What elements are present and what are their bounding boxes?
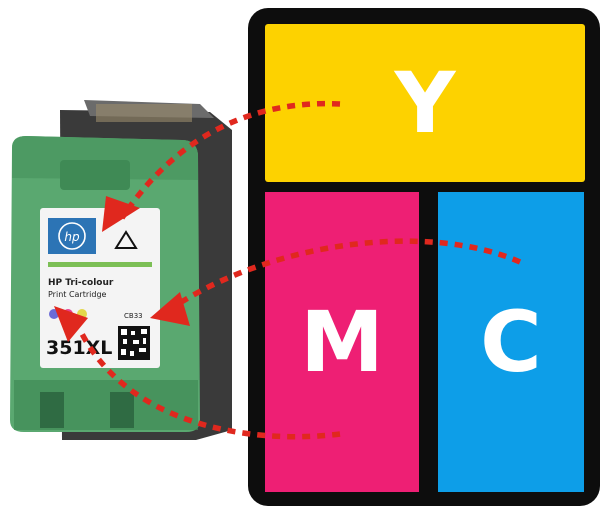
- yellow-block: Y: [265, 24, 585, 182]
- qr-code: [118, 326, 150, 360]
- cyan-block: C: [438, 192, 584, 492]
- cyan-letter: C: [480, 293, 542, 391]
- color-dot-pink: [63, 309, 73, 319]
- color-dot-purple: [49, 309, 59, 319]
- warning-triangle-icon: [114, 230, 138, 249]
- color-dot-yellow: [77, 309, 87, 319]
- magenta-block: M: [265, 192, 419, 492]
- hp-logo: [48, 218, 96, 254]
- yellow-letter: Y: [394, 54, 456, 152]
- ink-cartridge-image: hp HP Tri-colour Print Cartridge CB33 35…: [10, 100, 232, 440]
- magenta-letter: M: [300, 293, 384, 391]
- label-title: HP Tri-colour: [48, 278, 114, 288]
- label-subtitle: Print Cartridge: [48, 290, 107, 299]
- model-number: 351XL: [46, 337, 112, 359]
- hp-logo-text: hp: [64, 230, 80, 244]
- cmy-color-panel: Y M C: [248, 8, 600, 506]
- label-code: CB33: [124, 312, 143, 320]
